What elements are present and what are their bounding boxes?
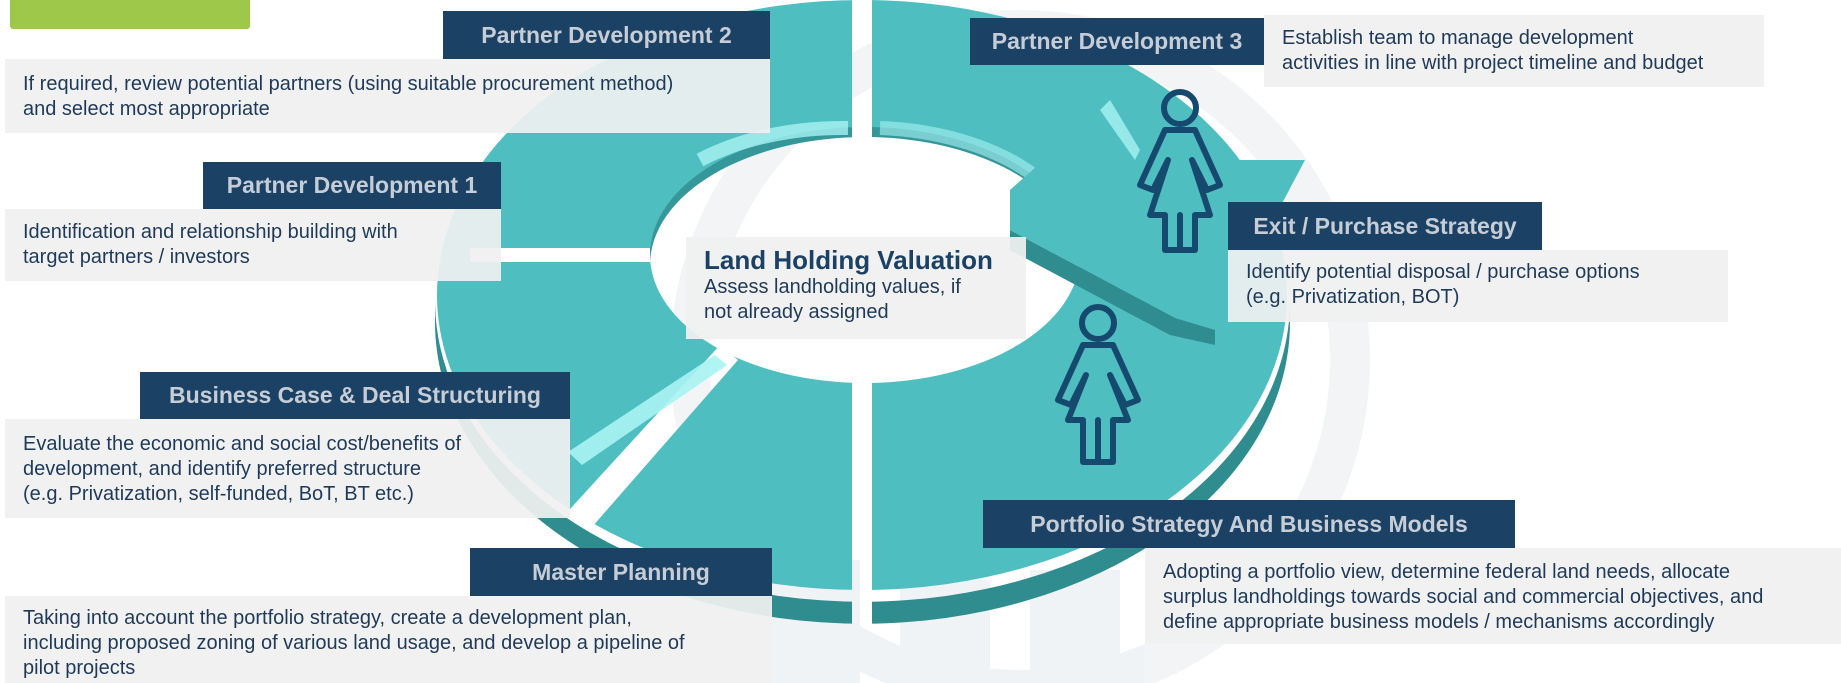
stage-description-line: If required, review potential partners (…	[23, 73, 674, 95]
stage-description-line: including proposed zoning of various lan…	[23, 632, 685, 654]
ring-highlights	[568, 120, 1045, 465]
stage-title-business-case: Business Case & Deal Structuring	[140, 372, 570, 419]
stage-description-portfolio: Adopting a portfolio view, determine fed…	[1145, 548, 1841, 644]
stage-description-line: Taking into account the portfolio strate…	[23, 607, 632, 629]
green-accent-tab	[10, 0, 250, 29]
stage-description-line: pilot projects	[23, 657, 136, 679]
stage-description-line: Establish team to manage development	[1282, 27, 1634, 49]
stage-description-line: development, and identify preferred stru…	[23, 458, 421, 480]
stage-description-line: Identification and relationship building…	[23, 221, 398, 243]
person-icon	[1137, 89, 1223, 253]
stage-description-line: target partners / investors	[23, 246, 250, 268]
center-desc-line: Assess landholding values, if	[704, 276, 961, 298]
stage-description-line: surplus landholdings towards social and …	[1163, 586, 1764, 608]
person-icon	[1055, 304, 1141, 465]
portfolio-arrow	[1050, 360, 1185, 505]
stage-description-exit-strategy: Identify potential disposal / purchase o…	[1228, 250, 1728, 322]
stage-description-pd3: Establish team to manage development act…	[1264, 15, 1764, 87]
stage-description-line: and select most appropriate	[23, 98, 270, 120]
stage-description-master-planning: Taking into account the portfolio strate…	[5, 596, 772, 683]
center-title: Land Holding Valuation	[704, 245, 993, 275]
stage-description-pd1: Identification and relationship building…	[5, 209, 501, 281]
stage-description-line: Identify potential disposal / purchase o…	[1246, 261, 1640, 283]
stage-title-portfolio: Portfolio Strategy And Business Models	[983, 500, 1515, 548]
center-label-box: Land Holding Valuation Assess landholdin…	[686, 237, 1026, 339]
center-desc-line: not already assigned	[704, 301, 889, 323]
stage-title-master-planning: Master Planning	[470, 548, 772, 596]
stage-title-exit-strategy: Exit / Purchase Strategy	[1228, 202, 1542, 250]
stage-description-line: (e.g. Privatization, self-funded, BoT, B…	[23, 483, 414, 505]
stage-description-line: define appropriate business models / mec…	[1163, 611, 1715, 633]
stage-description-line: Evaluate the economic and social cost/be…	[23, 433, 462, 455]
stage-description-line: activities in line with project timeline…	[1282, 52, 1704, 74]
stage-description-line: (e.g. Privatization, BOT)	[1246, 286, 1460, 308]
stage-title-pd2: Partner Development 2	[443, 11, 770, 59]
stage-title-pd3: Partner Development 3	[970, 18, 1264, 65]
stage-title-pd1: Partner Development 1	[203, 162, 501, 209]
stage-description-line: Adopting a portfolio view, determine fed…	[1163, 561, 1731, 583]
stage-description-pd2: If required, review potential partners (…	[5, 59, 770, 133]
stage-description-business-case: Evaluate the economic and social cost/be…	[5, 419, 570, 518]
